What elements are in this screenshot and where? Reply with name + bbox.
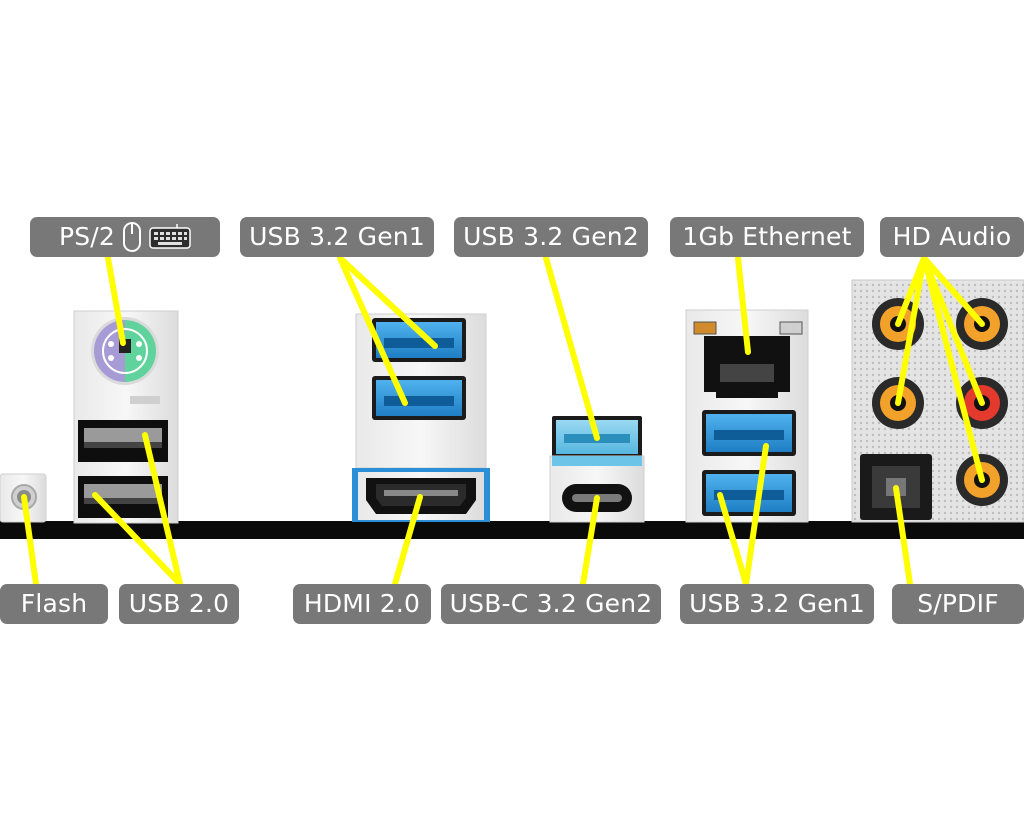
label-ethernet: 1Gb Ethernet — [670, 217, 864, 257]
pointer-usb32gen1-top-b — [337, 255, 408, 406]
pointer-lines — [21, 255, 985, 587]
pointer-spdif — [893, 485, 913, 587]
pointer-usb32gen1-bottom-a — [743, 443, 769, 587]
pointer-usb32gen2-top — [543, 255, 600, 441]
label-flash: Flash — [0, 584, 108, 624]
label-usbc: USB-C 3.2 Gen2 — [441, 584, 661, 624]
label-spdif: S/PDIF — [892, 584, 1024, 624]
pointer-audio-5 — [921, 255, 985, 483]
pointer-audio-3 — [895, 255, 927, 406]
usb3-hdmi-stack — [352, 313, 490, 522]
board-baseline — [0, 521, 1024, 539]
pointer-ethernet — [735, 255, 751, 355]
pointer-usb20-b — [92, 492, 183, 587]
label-ps2-text: PS/2 — [58, 222, 116, 251]
mouse-icon — [123, 222, 142, 252]
pointer-usb32gen1-bottom-b — [717, 492, 749, 587]
pointer-usb32gen1-top-a — [337, 255, 438, 349]
keyboard-icon — [149, 224, 191, 249]
ps2-usb2-stack — [73, 310, 179, 524]
pointer-usbc — [580, 495, 600, 587]
label-usb32gen2-top: USB 3.2 Gen2 — [454, 217, 648, 257]
pointer-audio-2 — [921, 255, 985, 327]
label-ps2: PS/2 — [30, 217, 220, 257]
pointer-flash — [21, 494, 39, 587]
label-usb20: USB 2.0 — [119, 584, 239, 624]
label-usb32gen1-top: USB 3.2 Gen1 — [240, 217, 434, 257]
pointer-ps2 — [105, 255, 126, 346]
label-hdmi: HDMI 2.0 — [293, 584, 431, 624]
label-hd-audio: HD Audio — [880, 217, 1024, 257]
label-usb32gen1-bottom: USB 3.2 Gen1 — [680, 584, 874, 624]
ethernet-usb3-stack — [685, 309, 809, 523]
pointer-usb20-a — [142, 432, 183, 587]
pointer-hdmi — [392, 494, 423, 587]
pointer-audio-4 — [921, 255, 985, 406]
